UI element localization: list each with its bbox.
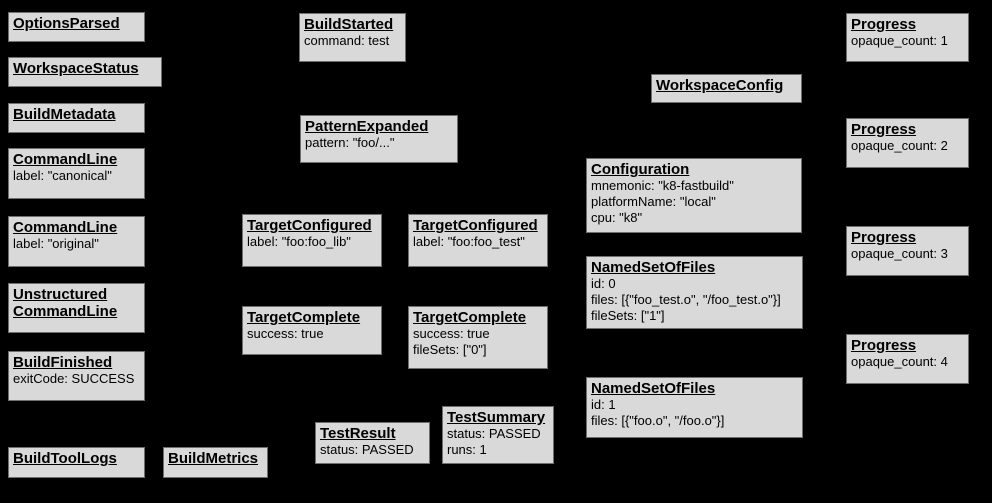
event-node-build-finished: BuildFinished exitCode: SUCCESS xyxy=(8,351,145,401)
node-title: BuildStarted xyxy=(304,16,394,33)
node-title: CommandLine xyxy=(13,151,118,168)
node-title: BuildToolLogs xyxy=(13,450,117,467)
node-title: TestSummary xyxy=(447,409,546,426)
node-field: files: [{"foo_test.o", "/foo_test.o"}] xyxy=(591,292,781,307)
node-title: TestResult xyxy=(320,425,396,442)
node-field: status: PASSED xyxy=(447,426,541,441)
node-field: success: true xyxy=(413,326,490,341)
event-node-unstructured-command-line: Unstructured CommandLine xyxy=(8,283,145,333)
event-node-pattern-expanded: PatternExpanded pattern: "foo/..." xyxy=(300,115,458,163)
node-title: Unstructured xyxy=(13,286,108,303)
node-field: label: "foo:foo_test" xyxy=(413,234,525,249)
node-field: fileSets: ["0"] xyxy=(413,342,487,357)
node-field: cpu: "k8" xyxy=(591,210,643,225)
node-title: TargetConfigured xyxy=(413,217,538,234)
node-title: NamedSetOfFiles xyxy=(591,259,716,276)
event-node-progress-2: Progress opaque_count: 2 xyxy=(846,118,969,168)
event-node-workspace-status: WorkspaceStatus xyxy=(8,57,162,87)
node-title: OptionsParsed xyxy=(13,15,120,32)
node-field: command: test xyxy=(304,33,390,48)
node-title: WorkspaceStatus xyxy=(13,60,139,77)
event-node-progress-4: Progress opaque_count: 4 xyxy=(846,334,969,384)
event-node-command-line-canonical: CommandLine label: "canonical" xyxy=(8,148,145,199)
event-node-configuration: Configuration mnemonic: "k8-fastbuild" p… xyxy=(586,158,802,233)
node-title: Configuration xyxy=(591,161,690,178)
node-field: id: 1 xyxy=(591,397,616,412)
event-node-target-configured-foo-test: TargetConfigured label: "foo:foo_test" xyxy=(408,214,548,267)
event-node-named-set-of-files-0: NamedSetOfFiles id: 0 files: [{"foo_test… xyxy=(586,256,803,329)
event-node-build-started: BuildStarted command: test xyxy=(299,13,406,62)
node-title: PatternExpanded xyxy=(305,118,429,135)
node-field: mnemonic: "k8-fastbuild" xyxy=(591,178,734,193)
event-node-options-parsed: OptionsParsed xyxy=(8,12,145,42)
event-node-progress-1: Progress opaque_count: 1 xyxy=(846,13,969,62)
node-field: id: 0 xyxy=(591,276,616,291)
node-field: label: "canonical" xyxy=(13,168,112,183)
node-field: files: [{"foo.o", "/foo.o"}] xyxy=(591,413,725,428)
event-node-build-metadata: BuildMetadata xyxy=(8,103,145,133)
node-title: BuildMetadata xyxy=(13,106,116,123)
node-title: NamedSetOfFiles xyxy=(591,380,716,397)
event-node-test-summary: TestSummary status: PASSED runs: 1 xyxy=(442,406,554,464)
node-field: label: "original" xyxy=(13,236,99,251)
node-field: platformName: "local" xyxy=(591,194,716,209)
node-title: BuildFinished xyxy=(13,354,113,371)
event-node-target-configured-foo-lib: TargetConfigured label: "foo:foo_lib" xyxy=(242,214,382,267)
event-node-test-result: TestResult status: PASSED xyxy=(315,422,430,464)
node-field: opaque_count: 3 xyxy=(851,246,948,261)
node-field: label: "foo:foo_lib" xyxy=(247,234,351,249)
node-title: WorkspaceConfig xyxy=(656,77,784,94)
event-node-progress-3: Progress opaque_count: 3 xyxy=(846,226,969,276)
node-title: Progress xyxy=(851,337,917,354)
event-node-workspace-config: WorkspaceConfig xyxy=(651,74,802,103)
node-title: BuildMetrics xyxy=(168,450,259,467)
event-node-command-line-original: CommandLine label: "original" xyxy=(8,216,145,267)
node-field: success: true xyxy=(247,326,324,341)
node-field: opaque_count: 4 xyxy=(851,354,948,369)
node-title: TargetComplete xyxy=(247,309,361,326)
event-node-target-complete-foo-test: TargetComplete success: true fileSets: [… xyxy=(408,306,548,369)
node-title: CommandLine xyxy=(13,219,118,236)
node-field: runs: 1 xyxy=(447,442,487,457)
node-title: Progress xyxy=(851,16,917,33)
node-title: Progress xyxy=(851,121,917,138)
event-node-build-tool-logs: BuildToolLogs xyxy=(8,447,145,478)
node-field: fileSets: ["1"] xyxy=(591,308,665,323)
event-node-named-set-of-files-1: NamedSetOfFiles id: 1 files: [{"foo.o", … xyxy=(586,377,803,438)
node-field: exitCode: SUCCESS xyxy=(13,371,135,386)
node-field: pattern: "foo/..." xyxy=(305,135,395,150)
node-field: status: PASSED xyxy=(320,442,414,457)
node-field: opaque_count: 1 xyxy=(851,33,948,48)
node-field: opaque_count: 2 xyxy=(851,138,948,153)
event-node-target-complete-foo-lib: TargetComplete success: true xyxy=(242,306,382,355)
node-title: Progress xyxy=(851,229,917,246)
node-title: TargetConfigured xyxy=(247,217,372,234)
node-title: CommandLine xyxy=(13,303,118,320)
event-node-build-metrics: BuildMetrics xyxy=(163,447,268,478)
node-title: TargetComplete xyxy=(413,309,527,326)
